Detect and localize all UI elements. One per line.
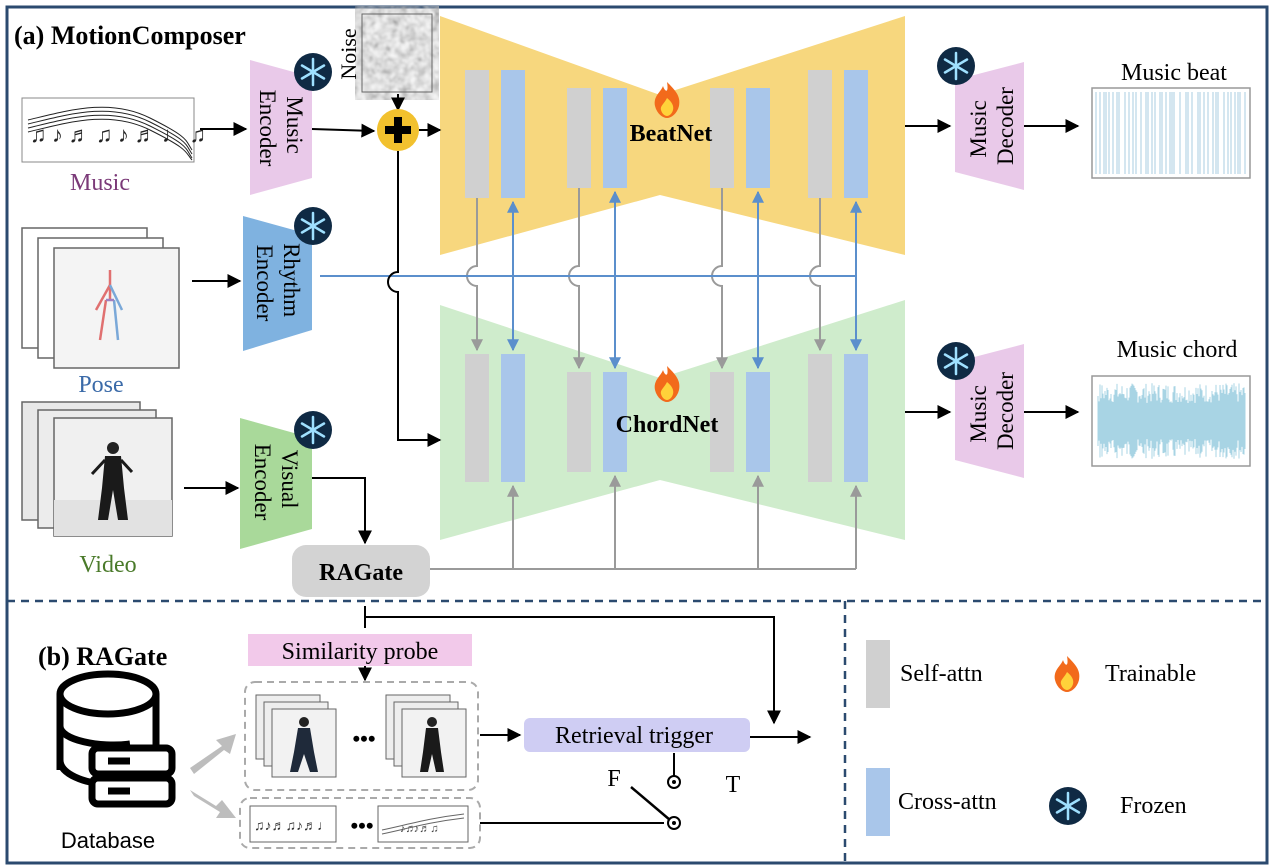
video-input-label: Video	[79, 552, 136, 578]
visual-encoder-snowflake-icon	[294, 411, 332, 449]
rhythm-encoder-block	[243, 216, 312, 351]
music-chord-label: Music chord	[1117, 337, 1238, 363]
self-attn-block	[710, 88, 734, 188]
retrieved-videos-box	[244, 681, 479, 791]
switch-true-label: T	[726, 772, 741, 798]
cross-attn-block	[501, 354, 525, 482]
cross-attn-block	[844, 354, 868, 482]
legend-trainable-label: Trainable	[1105, 661, 1196, 687]
switch-false-label: F	[607, 766, 620, 792]
svg-text:♪♫♪♬♫: ♪♫♪♬♫	[400, 823, 439, 835]
cross-attn-block	[746, 88, 770, 188]
cross-attn-block	[844, 70, 868, 198]
chordnet-attention-blocks	[465, 354, 868, 482]
cross-attn-block	[603, 88, 627, 188]
database-arrows	[190, 734, 236, 818]
music-sheet-image: ♫ ♪ ♬ ♫ ♪ ♬ ♩ ♫	[21, 97, 206, 163]
pose-frames-image	[21, 227, 180, 369]
database-label: Database	[61, 828, 155, 853]
cross-attn-block	[746, 372, 770, 472]
music-beat-waveform	[1095, 92, 1246, 174]
rhythm-encoder-snowflake-icon	[294, 207, 332, 245]
music-encoder-label: Music Encoder	[255, 90, 307, 167]
switch-icon	[630, 775, 681, 830]
pose-input-label: Pose	[78, 372, 123, 398]
music-encoder-block	[250, 60, 312, 195]
input-arrows	[184, 122, 248, 495]
legend-flame-icon	[1054, 656, 1080, 692]
svg-text:♫♪♬♫♪♬♩: ♫♪♬♫♪♬♩	[254, 819, 331, 834]
music-ellipsis: •••	[350, 813, 373, 838]
self-attn-block	[808, 70, 832, 198]
ragate-block-label: RAGate	[319, 560, 403, 586]
videos-ellipsis: •••	[352, 726, 375, 751]
legend-self-attn-swatch	[866, 640, 890, 708]
self-attn-block	[808, 354, 832, 482]
retrieved-music-sheets: ♫♪♬♫♪♬♩ ♪♫♪♬♫	[249, 805, 469, 843]
ragate-connections	[430, 474, 862, 570]
rhythm-encoder-label: Rhythm Encoder	[252, 243, 304, 323]
rhythm-connections	[320, 190, 862, 370]
cross-attn-block	[603, 372, 627, 472]
add-node-icon	[377, 109, 419, 151]
chord-decoder-snowflake-icon	[937, 342, 975, 380]
beatnet-attention-blocks	[465, 70, 868, 198]
chord-decoder-block	[955, 344, 1024, 478]
visual-encoder-block	[240, 418, 312, 549]
beat-decoder-snowflake-icon	[937, 47, 975, 85]
figure-frame	[5, 5, 1269, 865]
beatnet-label: BeatNet	[630, 121, 713, 147]
legend-snowflake-icon	[1049, 787, 1087, 825]
retrieval-trigger-box	[524, 718, 750, 752]
retrieval-trigger-label: Retrieval trigger	[555, 723, 713, 749]
self-attn-block	[465, 70, 489, 198]
panel-a-title: (a) MotionComposer	[14, 21, 246, 50]
beatnet-block	[440, 16, 905, 255]
panel-b-title: (b) RAGate	[38, 642, 167, 671]
music-beat-plot	[1091, 87, 1251, 179]
legend-cross-attn-swatch	[866, 768, 890, 836]
retrieved-music-box	[239, 797, 481, 849]
beatnet-flame-icon	[654, 82, 680, 118]
noise-label: Noise	[336, 28, 361, 79]
music-input-label: Music	[70, 170, 130, 196]
output-arrows	[905, 119, 1080, 419]
video-frames-image	[21, 401, 173, 537]
main-flow-arrows	[311, 123, 442, 545]
noise-image	[361, 13, 433, 93]
music-encoder-snowflake-icon	[294, 53, 332, 91]
similarity-probe-box	[248, 634, 472, 666]
music-chord-waveform	[1097, 383, 1246, 459]
self-attn-block	[710, 372, 734, 472]
chordnet-label: ChordNet	[616, 412, 719, 438]
legend-frozen-label: Frozen	[1120, 793, 1187, 819]
self-attn-block	[567, 372, 591, 472]
beat-decoder-block	[955, 62, 1024, 190]
ragate-routing-lines	[358, 606, 812, 824]
legend-cross-attn-label: Cross-attn	[898, 789, 997, 815]
visual-encoder-label: Visual Encoder	[250, 444, 302, 521]
chordnet-block	[440, 300, 905, 540]
self-attn-block	[567, 88, 591, 188]
chord-decoder-label: Music Decoder	[966, 372, 1018, 450]
chordnet-flame-icon	[654, 366, 680, 402]
svg-text:♫ ♪ ♬ ♫ ♪ ♬ ♩ ♫: ♫ ♪ ♬ ♫ ♪ ♬ ♩ ♫	[30, 122, 206, 147]
cross-attn-block	[501, 70, 525, 198]
database-icon	[56, 670, 176, 808]
legend-self-attn-label: Self-attn	[900, 661, 983, 687]
ragate-block[interactable]	[292, 545, 430, 597]
self-attn-block	[465, 354, 489, 482]
retrieved-video-frames	[255, 694, 467, 778]
similarity-probe-label: Similarity probe	[282, 639, 439, 665]
music-beat-label: Music beat	[1121, 60, 1227, 86]
beat-decoder-label: Music Decoder	[966, 87, 1018, 165]
